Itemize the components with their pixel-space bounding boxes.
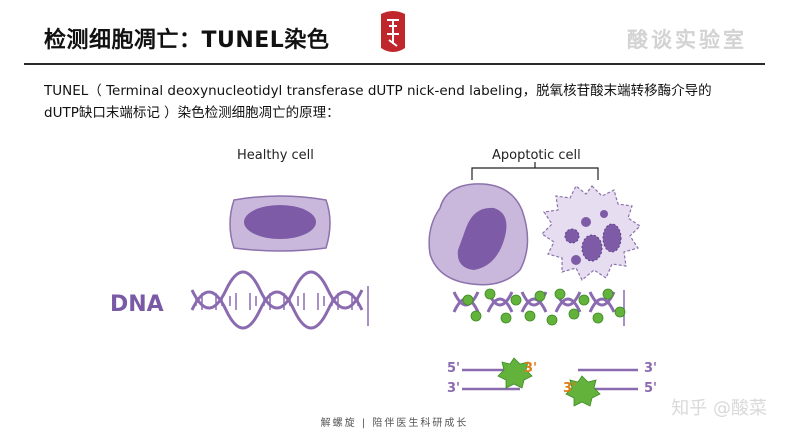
page-title: 检测细胞凋亡：TUNEL染色: [44, 28, 330, 53]
left-bottom-3prime: 3': [447, 381, 461, 396]
apoptotic-cell-label: Apoptotic cell: [492, 148, 581, 163]
footer-text: 解螺旋 | 陪伴医生科研成长: [320, 418, 469, 429]
healthy-cell: [229, 195, 331, 252]
apoptotic-cell-fragmented: [541, 185, 641, 281]
strand-diagram-right: [578, 368, 638, 391]
apoptotic-cell-shrunken: [428, 183, 529, 286]
intro-paragraph: TUNEL（ Terminal deoxynucleotidyl transfe…: [44, 80, 754, 124]
condensed-nucleus: [457, 207, 507, 270]
left-top-3prime: 3': [524, 361, 538, 376]
tunel-label-3prime-right: [565, 375, 601, 407]
dna-helix-intact: [190, 270, 369, 330]
left-top-5prime: 5': [447, 361, 461, 376]
watermark: 知乎 @酸菜: [671, 398, 767, 419]
healthy-nucleus: [244, 205, 316, 239]
tunel-labels: [462, 288, 626, 326]
tunel-label-3prime-left: [497, 357, 533, 389]
dna-label: DNA: [110, 292, 164, 317]
strand-diagram-left: [462, 368, 520, 391]
right-top-3prime: 3': [644, 361, 658, 376]
right-bottom-3prime: 3': [563, 381, 577, 396]
brand-name: 酸谈实验室: [627, 28, 747, 52]
intro-line-1: TUNEL（ Terminal deoxynucleotidyl transfe…: [44, 83, 712, 99]
title-divider: [24, 63, 765, 65]
intro-line-2: dUTP缺口末端标记 ）染色检测细胞凋亡的原理：: [44, 105, 340, 121]
right-bottom-5prime: 5': [644, 381, 658, 396]
apoptotic-bracket: [471, 162, 599, 180]
seal-logo: [381, 11, 405, 52]
healthy-cell-label: Healthy cell: [237, 148, 314, 163]
